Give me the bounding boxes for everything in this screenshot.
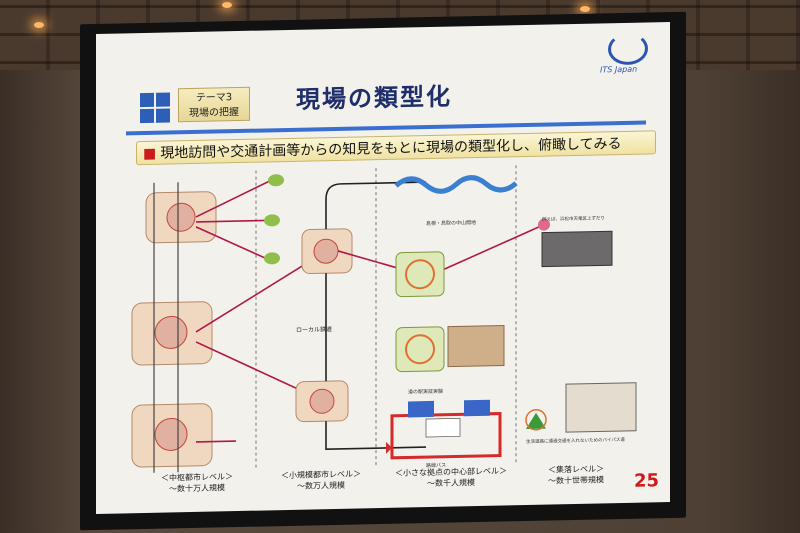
central-city-zones bbox=[131, 191, 217, 468]
presentation-slide: テーマ3 現場の把握 現場の類型化 ITS Japan ■現地訪問や交通計画等か… bbox=[96, 21, 670, 515]
urban-classification-diagram: ローカル鉄道 島根・鳥取の中山間地 bbox=[131, 165, 637, 473]
roadside-station-loop bbox=[386, 399, 502, 460]
page-number: 25 bbox=[634, 470, 660, 492]
mountain-area-label: 島根・鳥取の中山間地 bbox=[426, 219, 476, 227]
ceiling-light bbox=[222, 2, 232, 8]
column-dividers bbox=[255, 165, 517, 471]
column-label-settlement: ＜集落レベル＞ ～数十世帯規模 bbox=[526, 463, 626, 487]
bus-routes bbox=[195, 179, 317, 443]
column-label-small-city: ＜小規模都市レベル＞ ～数万人規模 bbox=[266, 468, 376, 492]
settlement-zone bbox=[525, 218, 637, 433]
roadside-station-label: 道の駅実証実験 bbox=[408, 388, 443, 396]
ceiling-light bbox=[580, 6, 590, 12]
bus-label: 路線バス bbox=[426, 462, 446, 469]
vertical-rail-lines bbox=[153, 182, 179, 473]
river-path bbox=[394, 175, 518, 194]
hub-center-zones bbox=[395, 251, 505, 373]
green-stops bbox=[264, 174, 284, 265]
bypass-label: 生活道路に通過交通を入れないためのバイパス道 bbox=[526, 436, 625, 445]
small-city-zones bbox=[295, 228, 353, 423]
column-label-hub: ＜小さな拠点の中心部レベル＞ ～数千人規模 bbox=[386, 465, 516, 490]
column-label-central: ＜中枢都市レベル＞ ～数十万人規模 bbox=[142, 471, 252, 495]
column-sub: ～数十世帯規模 bbox=[548, 475, 604, 486]
mountain-note: 例えば、浜松市天竜区上ずだり bbox=[542, 214, 605, 222]
ceiling-light bbox=[34, 22, 44, 28]
column-sub: ～数十万人規模 bbox=[169, 483, 225, 494]
local-rail-label: ローカル鉄道 bbox=[296, 325, 332, 334]
column-sub: ～数万人規模 bbox=[297, 480, 345, 491]
